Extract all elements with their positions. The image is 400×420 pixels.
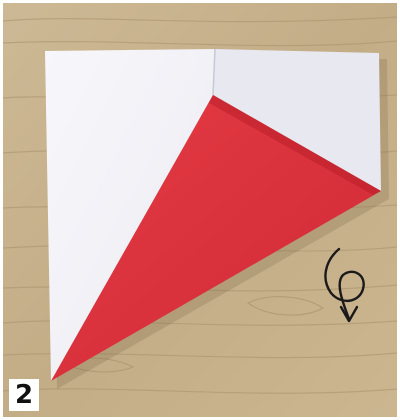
origami-step-photo	[3, 3, 397, 417]
step-number-badge: 2	[9, 379, 39, 411]
